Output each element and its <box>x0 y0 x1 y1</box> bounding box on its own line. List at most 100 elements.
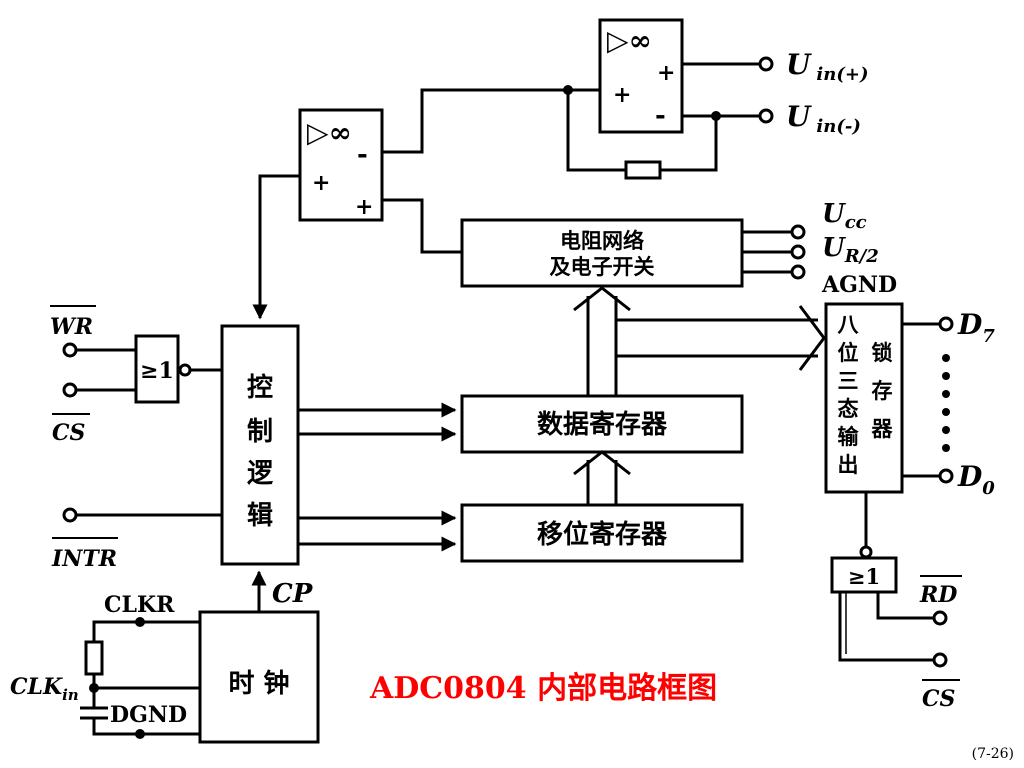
or-gate-left-symbol: ≥1 <box>140 358 174 384</box>
label-uin-plus-main: U <box>786 48 812 81</box>
control-logic-char-4: 辑 <box>247 501 273 531</box>
junction-clkr <box>135 617 145 627</box>
latch-char-chu: 出 <box>838 452 859 477</box>
wire-feedback-left <box>566 88 626 172</box>
pin-uin-plus <box>758 56 774 72</box>
label-uin-plus-sub: in(+) <box>816 64 868 85</box>
page-number: (7-26) <box>972 746 1014 762</box>
wire-cs-right <box>838 592 934 662</box>
label-clkin-sub: in <box>62 686 79 704</box>
latch-char-tai: 态 <box>838 396 859 421</box>
comparator-upper-symbol: ▷∞ <box>607 24 652 57</box>
clock-body <box>198 610 320 744</box>
pin-ur2 <box>790 244 806 260</box>
bus-dot-5 <box>942 426 950 434</box>
label-clkin: CLKin <box>10 674 79 704</box>
arrowhead-shift-to-data <box>573 450 631 476</box>
pin-uin-minus <box>758 108 774 124</box>
shift-register-block: 移位寄存器 <box>460 503 744 563</box>
latch-char-suo: 锁 <box>872 340 893 365</box>
label-d0: D0 <box>957 460 995 499</box>
label-dgnd: DGND <box>110 702 187 728</box>
pin-d0 <box>938 468 954 484</box>
pin-rd <box>932 610 948 626</box>
junction-clkin <box>89 683 99 693</box>
wire-rd <box>876 592 934 620</box>
control-logic-char-1: 控 <box>247 373 273 403</box>
shift-register-body <box>460 503 744 563</box>
or-gate-right-inversion-bubble <box>859 545 873 559</box>
output-latch-body <box>824 302 904 494</box>
label-ucc: Ucc <box>822 199 867 233</box>
label-d0-main: D <box>957 460 983 493</box>
comparator-lower-input-a: + <box>312 170 330 196</box>
control-logic-body <box>220 324 300 566</box>
comparator-lower: ▷∞ - + + <box>298 108 384 222</box>
clock-resistor <box>84 640 104 676</box>
bus-dot-2 <box>942 372 950 380</box>
pin-agnd <box>790 264 806 280</box>
resistor-network-line1: 电阻网络 <box>560 228 644 253</box>
label-d7-main: D <box>957 308 983 341</box>
data-register-block: 数据寄存器 <box>460 394 744 454</box>
arrowhead-data-to-network <box>573 286 631 312</box>
wire-feedback-right <box>660 116 718 172</box>
bus-dot-4 <box>942 408 950 416</box>
label-d7: D7 <box>957 308 995 347</box>
latch-char-wei: 位 <box>838 340 859 365</box>
data-bus-ellipsis <box>942 354 950 452</box>
or-gate-left-inversion-bubble <box>178 363 192 377</box>
shift-register-label: 移位寄存器 <box>537 519 668 550</box>
label-ucc-sub: cc <box>845 212 867 233</box>
junction-dgnd <box>135 729 145 739</box>
label-ur2-main: U <box>822 233 846 263</box>
latch-char-qi: 器 <box>871 416 894 441</box>
label-d7-sub: 7 <box>982 326 995 347</box>
or-gate-right-symbol: ≥1 <box>848 564 880 589</box>
or-gate-left-body <box>134 334 180 404</box>
clock-block: 时 钟 <box>198 610 320 744</box>
clock-label: 时 钟 <box>228 668 289 699</box>
comparator-upper-body <box>598 18 684 134</box>
label-d0-sub: 0 <box>982 478 995 499</box>
comparator-upper-input-b: + <box>613 82 631 108</box>
wire-comparator-to-control <box>252 174 300 320</box>
label-cs-right: CS <box>922 686 955 712</box>
bus-dot-6 <box>942 444 950 452</box>
resistor-network-line2: 及电子开关 <box>550 254 655 279</box>
label-uin-minus-main: U <box>786 100 812 133</box>
comparator-lower-input-b: + <box>355 194 373 220</box>
latch-char-shu: 输 <box>838 424 860 449</box>
comparator-upper-input-a: + <box>657 60 675 86</box>
output-latch-block: 八 位 三 态 输 出 锁 存 器 <box>824 302 904 494</box>
comparator-lower-symbol: ▷∞ <box>307 116 352 149</box>
latch-char-ba: 八 <box>838 312 860 337</box>
comparator-lower-output-sign: - <box>357 140 368 170</box>
pin-cs-left <box>62 382 78 398</box>
latch-char-san: 三 <box>838 368 859 393</box>
label-agnd: AGND <box>821 272 897 298</box>
pin-terminals <box>62 56 954 668</box>
pin-cs-right <box>932 652 948 668</box>
wire-clkr <box>92 620 200 642</box>
label-uin-minus-sub: in(-) <box>816 116 860 137</box>
or-gate-right: ≥1 <box>830 545 898 594</box>
wiring <box>76 62 940 739</box>
label-ur2: UR/2 <box>822 233 879 267</box>
or-gate-left: ≥1 <box>134 334 192 404</box>
label-ucc-main: U <box>822 199 846 229</box>
feedback-resistor <box>624 160 662 180</box>
latch-char-cun: 存 <box>872 378 893 403</box>
wire-comparator-link <box>382 88 568 154</box>
arrowhead-data-to-latch <box>798 305 826 371</box>
pin-d7 <box>938 316 954 332</box>
pin-intr <box>62 507 78 523</box>
label-cp: CP <box>272 579 314 609</box>
label-clkin-main: CLK <box>10 674 63 700</box>
label-wr: WR <box>50 314 93 340</box>
